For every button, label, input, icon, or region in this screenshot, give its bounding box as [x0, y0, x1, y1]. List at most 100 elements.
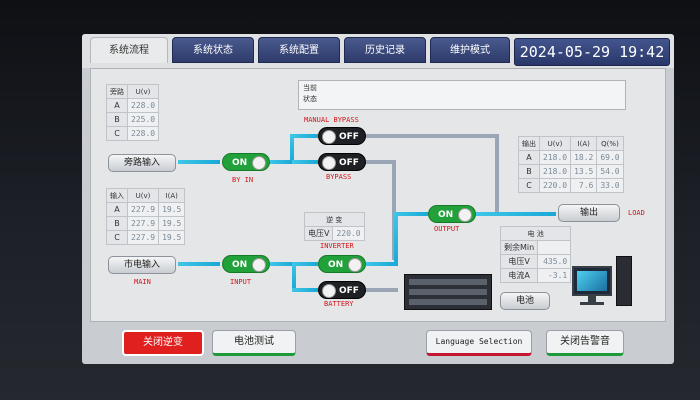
table-cell: 227.9 — [126, 216, 160, 231]
computer-load-icon — [572, 256, 634, 314]
switch-knob — [252, 156, 266, 170]
table-cell: 18.2 — [570, 150, 598, 165]
battery-pack-icon — [404, 274, 492, 310]
table-header: 输入 — [106, 188, 128, 203]
switch-state: ON — [328, 260, 344, 270]
table-header: I(A) — [158, 188, 186, 203]
mains-input-button[interactable]: 市电输入 — [108, 256, 176, 274]
battery-test-button[interactable]: 电池测试 — [212, 330, 296, 356]
switch-state: ON — [232, 158, 248, 168]
pipe-bypass-riser — [290, 134, 294, 164]
table-cell: 电流A — [499, 268, 539, 283]
table-header: U(v) — [126, 188, 160, 203]
switch-knob — [458, 208, 472, 222]
output-switch[interactable]: ON — [428, 205, 476, 223]
switch-state: ON — [438, 210, 454, 220]
switch-knob — [252, 258, 266, 272]
shutdown-inverter-button[interactable]: 关闭逆变 — [122, 330, 204, 356]
mute-alarm-button[interactable]: 关闭告警音 — [546, 330, 624, 356]
table-header: I(A) — [570, 136, 598, 151]
table-cell: 218.0 — [538, 164, 572, 179]
table-header: Q(%) — [596, 136, 624, 151]
table-cell: C — [518, 178, 540, 193]
table-header: 旁路 — [106, 84, 128, 99]
table-header: 逆 变 — [304, 212, 365, 227]
table-cell: 13.5 — [570, 164, 598, 179]
pipe-manual-bypass-down — [495, 134, 499, 212]
table-header: 电 池 — [499, 226, 572, 241]
table-cell: C — [106, 230, 128, 245]
table-cell: -3.1 — [537, 268, 572, 283]
table-cell: 220.0 — [538, 178, 572, 193]
table-cell: 19.5 — [158, 202, 186, 217]
switch-state: OFF — [339, 286, 359, 296]
switch-knob — [322, 130, 336, 144]
manual-bypass-switch[interactable]: OFF — [318, 127, 366, 145]
inverter-label: INVERTER — [320, 242, 354, 250]
pipe-battery-out — [366, 288, 398, 292]
table-cell: 228.0 — [126, 126, 160, 141]
table-cell: A — [518, 150, 540, 165]
switch-state: OFF — [339, 158, 359, 168]
table-header: 输出 — [518, 136, 540, 151]
current-status-box: 当前状态 — [298, 80, 626, 110]
tab-system-status[interactable]: 系统状态 — [172, 37, 254, 63]
table-header: U(v) — [538, 136, 572, 151]
manual-bypass-label: MANUAL BYPASS — [304, 116, 359, 124]
main-label: MAIN — [134, 278, 151, 286]
table-cell: 33.0 — [596, 178, 624, 193]
battery-switch[interactable]: OFF — [318, 281, 366, 299]
pipe-manual-bypass-in — [290, 134, 318, 138]
tab-history[interactable]: 历史记录 — [344, 37, 426, 63]
datetime-display: 2024-05-29 19:42 — [514, 38, 670, 66]
bypass-switch[interactable]: OFF — [318, 153, 366, 171]
table-cell: A — [106, 98, 128, 113]
pipe-bypass-in — [178, 160, 220, 164]
hmi-screen: 系统流程 系统状态 系统配置 历史记录 维护模式 2024-05-29 19:4… — [82, 34, 674, 364]
switch-knob — [348, 258, 362, 272]
output-label: OUTPUT — [434, 225, 460, 233]
pipe-inverter-out — [366, 262, 396, 266]
input-label: INPUT — [230, 278, 252, 286]
pipe-inverter-in — [292, 262, 318, 266]
pipe-mains-in — [178, 262, 220, 266]
tab-maintenance[interactable]: 维护模式 — [430, 37, 510, 63]
table-cell: B — [106, 216, 128, 231]
bypass-input-button[interactable]: 旁路输入 — [108, 154, 176, 172]
battery-label: BATTERY — [324, 300, 354, 308]
table-cell: 227.9 — [126, 230, 160, 245]
pipe-manual-bypass-out — [366, 134, 498, 138]
table-cell: 227.9 — [126, 202, 160, 217]
pipe-bypass-out — [366, 160, 396, 164]
language-selection-button[interactable]: Language Selection — [426, 330, 532, 356]
table-cell: 225.0 — [126, 112, 160, 127]
tab-system-config[interactable]: 系统配置 — [258, 37, 340, 63]
table-cell: 电压V — [499, 254, 539, 269]
table-cell: 7.6 — [570, 178, 598, 193]
table-cell: A — [106, 202, 128, 217]
table-cell: 19.5 — [158, 230, 186, 245]
current-status-label: 当前状态 — [303, 84, 317, 103]
tab-system-flow[interactable]: 系统流程 — [90, 37, 168, 63]
switch-knob — [322, 156, 336, 170]
table-cell: 435.0 — [537, 254, 572, 269]
battery-button[interactable]: 电池 — [500, 292, 550, 310]
table-cell: 228.0 — [126, 98, 160, 113]
tab-bar: 系统流程 系统状态 系统配置 历史记录 维护模式 2024-05-29 19:4… — [82, 34, 674, 68]
bypass-label: BYPASS — [326, 173, 352, 181]
table-cell: 19.5 — [158, 216, 186, 231]
switch-knob — [322, 284, 336, 298]
pipe-battery-riser — [292, 262, 296, 290]
inverter-switch[interactable]: ON — [318, 255, 366, 273]
pipe-bypass-down — [392, 160, 396, 260]
switch-state: OFF — [339, 132, 359, 142]
table-cell — [537, 240, 572, 255]
table-cell: 69.0 — [596, 150, 624, 165]
by-in-switch[interactable]: ON — [222, 153, 270, 171]
input-switch[interactable]: ON — [222, 255, 270, 273]
output-button[interactable]: 输出 — [558, 204, 620, 222]
